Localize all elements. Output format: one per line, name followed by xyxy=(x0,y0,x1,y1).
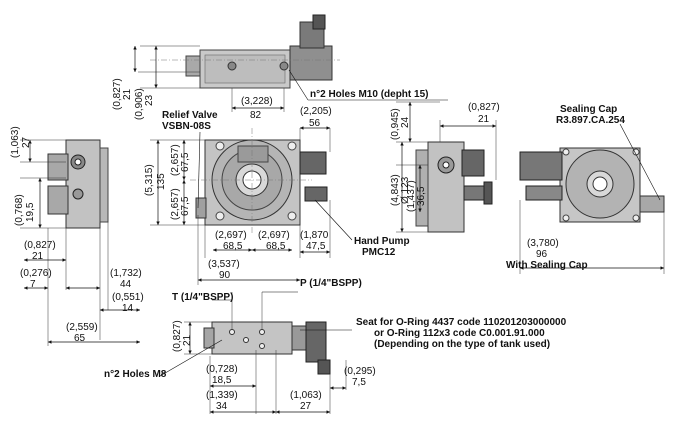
dim-1063b-in: (1,063) xyxy=(290,390,322,401)
dim-675b-mm: 67,5 xyxy=(180,196,191,216)
dim-82-mm: 82 xyxy=(250,110,262,121)
dim-44-mm: 44 xyxy=(120,279,132,290)
dim-675a-mm: 67,5 xyxy=(180,152,191,172)
dim-7-mm: 7 xyxy=(30,279,36,290)
dim-0827c-in: (0,827) xyxy=(24,240,56,251)
label-hand-pump-code: PMC12 xyxy=(362,247,396,258)
dim-2205-in: (2,205) xyxy=(300,106,332,117)
dim-21-mm: 21 xyxy=(122,88,133,100)
dim-65-mm: 65 xyxy=(74,333,86,344)
dim-1732-in: (1,732) xyxy=(110,268,142,279)
front-view xyxy=(195,139,328,226)
dim-1870-in: (1,870 xyxy=(300,230,329,241)
right-view xyxy=(415,141,493,233)
dim-0276-in: (0,276) xyxy=(20,268,52,279)
dim-27-mm: 27 xyxy=(21,136,32,148)
left-view xyxy=(47,139,109,229)
label-sealing-cap: Sealing Cap xyxy=(560,104,618,115)
dim-185-mm: 18,5 xyxy=(212,375,232,386)
dim-0827b-in: (0,827) xyxy=(468,102,500,113)
label-relief-valve-code: VSBN-08S xyxy=(162,121,211,132)
far-right-view xyxy=(519,147,665,223)
dim-21c-mm: 21 xyxy=(32,251,44,262)
dim-3780-in: (3,780) xyxy=(527,238,559,249)
dim-3228-in: (3,228) xyxy=(241,96,273,107)
label-relief-valve: Relief Valve xyxy=(162,110,218,121)
label-seat-line1: Seat for O-Ring 4437 code 11020120300000… xyxy=(356,317,567,328)
dim-195-mm: 19,5 xyxy=(25,202,36,222)
label-seat-line2: or O-Ring 112x3 code C0.001.91.000 xyxy=(374,328,545,339)
dim-21b-mm: 21 xyxy=(478,114,490,125)
dim-2697a-in: (2,697) xyxy=(215,230,247,241)
dim-0295-in: (0,295) xyxy=(344,366,376,377)
dim-90-mm: 90 xyxy=(219,270,231,281)
label-holes-m8: n°2 Holes M8 xyxy=(104,369,167,380)
dim-5315-in: (5,315) xyxy=(144,164,155,196)
label-sealing-cap-code: R3.897.CA.254 xyxy=(556,115,625,126)
label-hand-pump: Hand Pump xyxy=(354,236,410,247)
dim-23-mm: 23 xyxy=(144,94,155,106)
dim-0728-in: (0,728) xyxy=(206,364,238,375)
dim-685b-mm: 68,5 xyxy=(266,241,286,252)
dim-27b-mm: 27 xyxy=(300,401,312,412)
dim-0768-in: (0,768) xyxy=(14,194,25,226)
dim-75-mm: 7,5 xyxy=(352,377,366,388)
dim-365-mm: 36,5 xyxy=(416,186,427,206)
dim-2697b-in: (2,697) xyxy=(258,230,290,241)
dim-2559-in: (2,559) xyxy=(66,322,98,333)
label-p-port: P (1/4"BSPP) xyxy=(300,278,362,289)
dim-1339-in: (1,339) xyxy=(206,390,238,401)
top-view xyxy=(150,14,340,89)
dim-24-mm: 24 xyxy=(400,116,411,128)
dim-1063-in: (1,063) xyxy=(10,126,21,158)
dim-475-mm: 47,5 xyxy=(306,241,326,252)
dim-96-mm: 96 xyxy=(536,249,548,260)
dim-685a-mm: 68,5 xyxy=(223,241,243,252)
dim-135-mm: 135 xyxy=(156,173,167,190)
label-holes-m10: n°2 Holes M10 (depht 15) xyxy=(310,89,429,100)
bottom-view xyxy=(203,321,331,375)
label-t-port: T (1/4"BSPP) xyxy=(172,292,234,303)
dim-56-mm: 56 xyxy=(309,118,321,129)
dim-3537-in: (3,537) xyxy=(208,259,240,270)
dim-14-mm: 14 xyxy=(122,303,134,314)
label-seat-line3: (Depending on the type of tank used) xyxy=(374,339,551,350)
dim-21d-mm: 21 xyxy=(182,334,193,346)
label-with-sealing-cap: With Sealing Cap xyxy=(506,260,588,271)
dim-34-mm: 34 xyxy=(216,401,228,412)
dim-0551-in: (0,551) xyxy=(112,292,144,303)
